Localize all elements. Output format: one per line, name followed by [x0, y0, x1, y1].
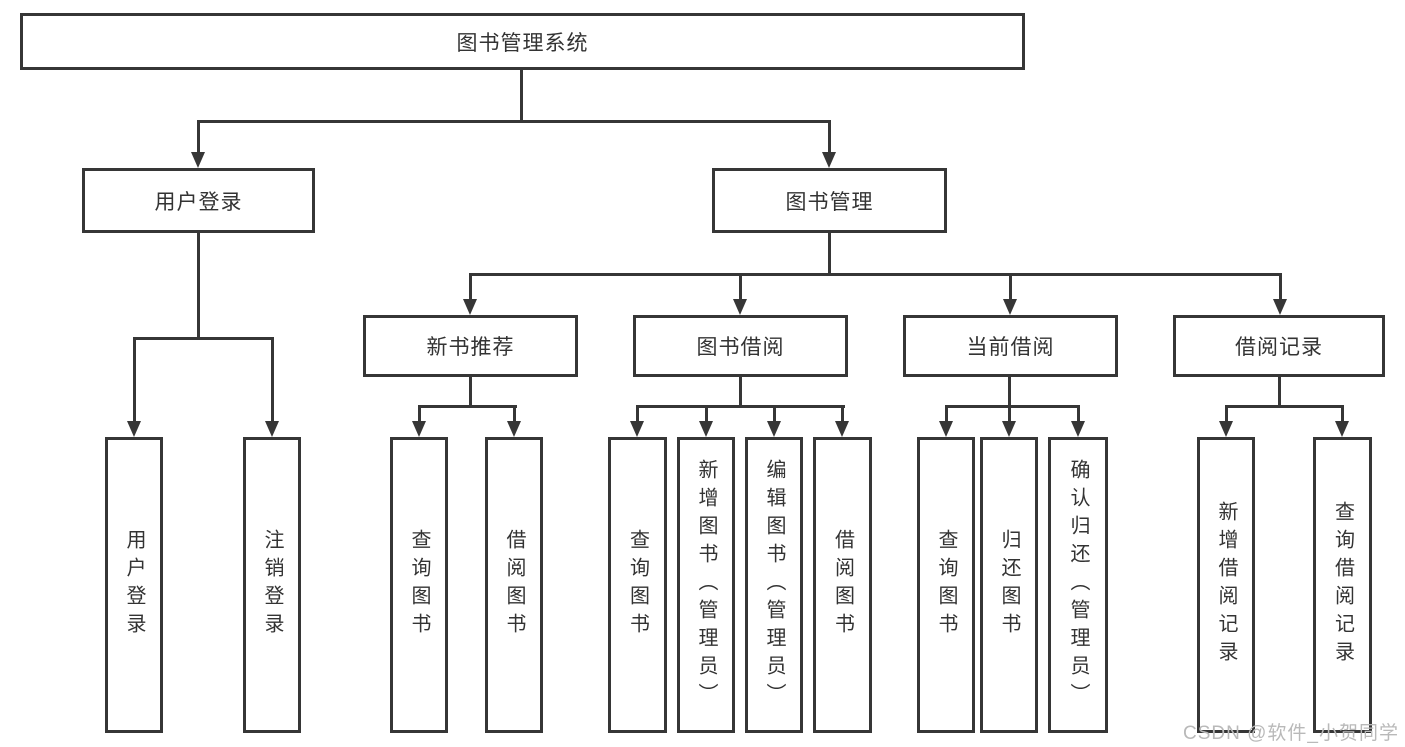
- node-label: 用户登录: [154, 190, 243, 214]
- arrow-down-icon: [463, 299, 477, 315]
- connector-line: [705, 405, 708, 423]
- connector-line: [469, 273, 472, 301]
- connector-line: [271, 337, 274, 423]
- connector-line: [1008, 377, 1011, 405]
- node-book-borrow: 图书借阅: [633, 315, 848, 377]
- leaf-label: 编辑图书（管理员）: [763, 459, 785, 711]
- leaf-user-login: 用户登录: [105, 437, 163, 733]
- leaf-return-books: 归还图书: [980, 437, 1038, 733]
- leaf-query-books-recommend: 查询图书: [390, 437, 448, 733]
- node-label: 图书管理系统: [456, 31, 589, 55]
- arrow-down-icon: [939, 421, 953, 437]
- connector-line: [197, 120, 831, 123]
- arrow-down-icon: [507, 421, 521, 437]
- leaf-label: 新增借阅记录: [1215, 501, 1237, 669]
- node-label: 图书借阅: [696, 336, 785, 359]
- leaf-add-books-admin: 新增图书（管理员）: [677, 437, 735, 733]
- leaf-query-borrow-record: 查询借阅记录: [1313, 437, 1372, 733]
- connector-line: [739, 273, 742, 301]
- connector-line: [1225, 405, 1344, 408]
- arrow-down-icon: [1003, 299, 1017, 315]
- arrow-down-icon: [265, 421, 279, 437]
- arrow-down-icon: [699, 421, 713, 437]
- leaf-query-books-borrow: 查询图书: [608, 437, 667, 733]
- arrow-down-icon: [412, 421, 426, 437]
- connector-line: [636, 405, 639, 423]
- connector-line: [945, 405, 948, 423]
- leaf-query-books-current: 查询图书: [917, 437, 975, 733]
- arrow-down-icon: [1071, 421, 1085, 437]
- arrow-down-icon: [1273, 299, 1287, 315]
- arrow-down-icon: [630, 421, 644, 437]
- node-current-borrow: 当前借阅: [903, 315, 1118, 377]
- leaf-label: 归还图书: [998, 529, 1020, 641]
- connector-line: [513, 405, 516, 423]
- arrow-down-icon: [1335, 421, 1349, 437]
- node-label: 借阅记录: [1235, 336, 1323, 359]
- connector-line: [520, 70, 523, 120]
- leaf-borrow-books-recommend: 借阅图书: [485, 437, 543, 733]
- connector-line: [773, 405, 776, 423]
- node-label: 新书推荐: [426, 336, 515, 359]
- connector-line: [197, 233, 200, 337]
- node-book-management: 图书管理: [712, 168, 947, 233]
- connector-line: [1225, 405, 1228, 423]
- leaf-label: 查询图书: [408, 529, 430, 641]
- node-borrow-records: 借阅记录: [1173, 315, 1385, 377]
- leaf-logout: 注销登录: [243, 437, 301, 733]
- connector-line: [1341, 405, 1344, 423]
- connector-line: [469, 273, 1282, 276]
- leaf-label: 查询借阅记录: [1331, 501, 1354, 669]
- connector-line: [841, 405, 844, 423]
- connector-line: [418, 405, 421, 423]
- connector-line: [197, 120, 200, 154]
- connector-line: [1009, 273, 1012, 301]
- node-label: 图书管理: [785, 190, 874, 214]
- leaf-label: 确认归还（管理员）: [1067, 459, 1089, 711]
- connector-line: [1077, 405, 1080, 423]
- connector-line: [828, 233, 831, 273]
- node-label: 当前借阅: [966, 336, 1055, 359]
- leaf-label: 查询图书: [935, 529, 957, 641]
- leaf-label: 新增图书（管理员）: [695, 459, 717, 711]
- connector-line: [469, 377, 472, 405]
- csdn-watermark: CSDN @软件_小贺同学: [1183, 723, 1399, 744]
- connector-line: [828, 120, 831, 154]
- leaf-label: 借阅图书: [503, 529, 525, 641]
- connector-line: [418, 405, 517, 408]
- leaf-borrow-books: 借阅图书: [813, 437, 872, 733]
- node-root-system: 图书管理系统: [20, 13, 1025, 70]
- arrow-down-icon: [1002, 421, 1016, 437]
- connector-line: [739, 377, 742, 405]
- arrow-down-icon: [127, 421, 141, 437]
- arrow-down-icon: [835, 421, 849, 437]
- arrow-down-icon: [191, 152, 205, 168]
- connector-line: [636, 405, 845, 408]
- connector-line: [1008, 405, 1011, 423]
- connector-line: [1278, 377, 1281, 405]
- leaf-label: 借阅图书: [831, 529, 854, 641]
- leaf-label: 注销登录: [261, 529, 283, 641]
- connector-line: [133, 337, 274, 340]
- leaf-label: 查询图书: [626, 529, 649, 641]
- node-new-book-recommend: 新书推荐: [363, 315, 578, 377]
- arrow-down-icon: [822, 152, 836, 168]
- arrow-down-icon: [733, 299, 747, 315]
- connector-line: [945, 405, 1080, 408]
- arrow-down-icon: [1219, 421, 1233, 437]
- leaf-add-borrow-record: 新增借阅记录: [1197, 437, 1255, 733]
- node-user-login: 用户登录: [82, 168, 315, 233]
- leaf-label: 用户登录: [123, 529, 145, 641]
- leaf-confirm-return-admin: 确认归还（管理员）: [1048, 437, 1108, 733]
- connector-line: [133, 337, 136, 423]
- connector-line: [1279, 273, 1282, 301]
- leaf-edit-books-admin: 编辑图书（管理员）: [745, 437, 803, 733]
- arrow-down-icon: [767, 421, 781, 437]
